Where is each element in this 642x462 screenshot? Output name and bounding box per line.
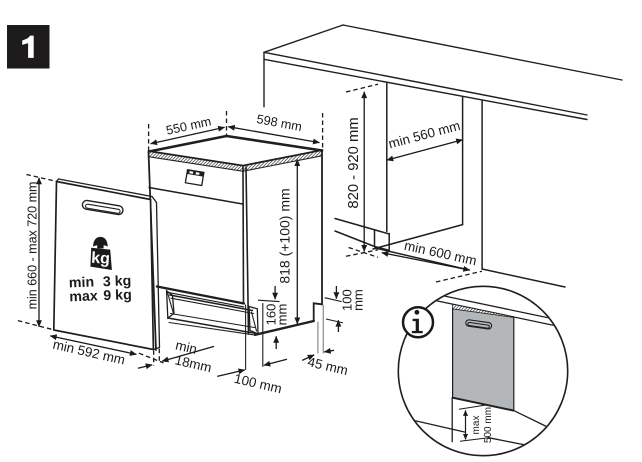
svg-text:mm: mm xyxy=(350,289,365,311)
svg-text:min: min xyxy=(174,337,198,356)
svg-text:500 mm: 500 mm xyxy=(483,407,494,443)
svg-text:min 660 - max 720 mm: min 660 - max 720 mm xyxy=(25,182,39,310)
svg-text:max: max xyxy=(69,288,98,305)
svg-text:kg: kg xyxy=(91,250,111,268)
svg-text:3 kg: 3 kg xyxy=(103,273,132,290)
svg-text:9 kg: 9 kg xyxy=(103,287,132,304)
svg-text:max: max xyxy=(471,416,482,435)
svg-text:818 (+100) mm: 818 (+100) mm xyxy=(277,188,293,283)
svg-text:min: min xyxy=(69,275,95,292)
svg-text:160: 160 xyxy=(263,304,278,326)
svg-text:100: 100 xyxy=(340,289,355,311)
svg-text:mm: mm xyxy=(275,304,290,326)
svg-text:820 - 920 mm: 820 - 920 mm xyxy=(346,117,362,208)
